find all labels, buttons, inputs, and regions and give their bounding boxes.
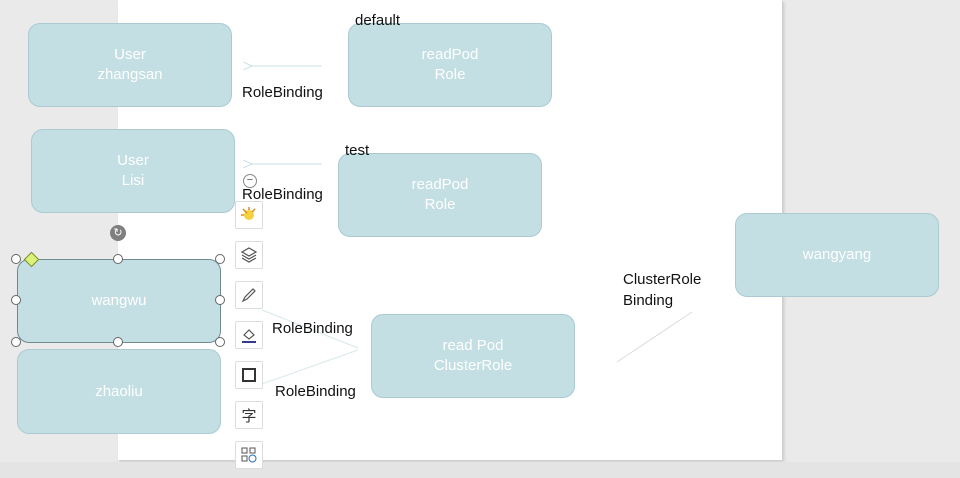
node-readpod-role-default[interactable]: readPod Role <box>348 23 552 107</box>
label-line-1: ClusterRole <box>623 271 702 288</box>
label-namespace-test[interactable]: test <box>345 142 370 159</box>
resize-handle-ne[interactable] <box>215 254 225 264</box>
node-readpod-role-test[interactable]: readPod Role <box>338 153 542 237</box>
node-line-1: User <box>117 152 149 169</box>
label-rolebinding-1[interactable]: RoleBinding <box>242 84 323 101</box>
node-user-lisi[interactable]: User Lisi <box>31 129 235 213</box>
label-line-2: Binding <box>623 292 674 309</box>
node-read-pod-clusterrole[interactable]: read Pod ClusterRole <box>371 314 575 398</box>
resize-handle-n[interactable] <box>113 254 123 264</box>
node-line-1: read Pod <box>442 337 504 354</box>
resize-handle-se[interactable] <box>215 337 225 347</box>
node-line-1: readPod <box>421 46 479 63</box>
node-line-2: zhangsan <box>97 66 163 83</box>
node-line-2: Lisi <box>121 172 145 189</box>
text-style-icon[interactable]: 字 <box>235 401 263 429</box>
connector-clusterrole-to-zhaoliu[interactable] <box>261 349 359 385</box>
connector-clusterrolebinding[interactable] <box>616 311 693 363</box>
node-line-1: User <box>114 46 146 63</box>
node-text: zhaoliu <box>95 382 143 400</box>
label-rolebinding-4[interactable]: RoleBinding <box>275 383 356 400</box>
node-wangwu[interactable]: wangwu <box>17 259 221 343</box>
node-line-1: readPod <box>411 176 469 193</box>
connector-clusterrole-to-wangwu[interactable] <box>261 309 359 349</box>
border-style-icon[interactable] <box>235 361 263 389</box>
label-clusterrole-binding[interactable]: ClusterRole Binding <box>623 269 701 311</box>
rotate-handle-icon[interactable]: ↻ <box>110 225 126 241</box>
replace-shape-icon[interactable] <box>235 441 263 469</box>
resize-handle-nw[interactable] <box>11 254 21 264</box>
line-color-icon[interactable] <box>235 281 263 309</box>
node-text: wangwu <box>91 292 147 309</box>
node-line-2: ClusterRole <box>433 357 513 374</box>
layers-icon[interactable] <box>235 241 263 269</box>
magic-style-icon[interactable] <box>235 201 263 229</box>
node-line-2: Role <box>434 66 466 83</box>
fill-color-icon[interactable] <box>235 321 263 349</box>
label-rolebinding-3[interactable]: RoleBinding <box>272 320 353 337</box>
node-wangyang[interactable]: wangyang <box>735 213 939 297</box>
resize-handle-sw[interactable] <box>11 337 21 347</box>
resize-handle-w[interactable] <box>11 295 21 305</box>
node-zhaoliu[interactable]: zhaoliu <box>17 349 221 434</box>
collapse-toggle-icon[interactable]: − <box>243 174 257 188</box>
resize-handle-s[interactable] <box>113 337 123 347</box>
label-rolebinding-2[interactable]: RoleBinding <box>242 186 323 203</box>
resize-handle-e[interactable] <box>215 295 225 305</box>
node-text: wangyang <box>802 246 872 263</box>
label-namespace-default[interactable]: default <box>355 12 401 29</box>
node-line-2: Role <box>424 196 456 213</box>
node-user-zhangsan[interactable]: User zhangsan <box>28 23 232 107</box>
text-tool-glyph: 字 <box>241 407 257 425</box>
